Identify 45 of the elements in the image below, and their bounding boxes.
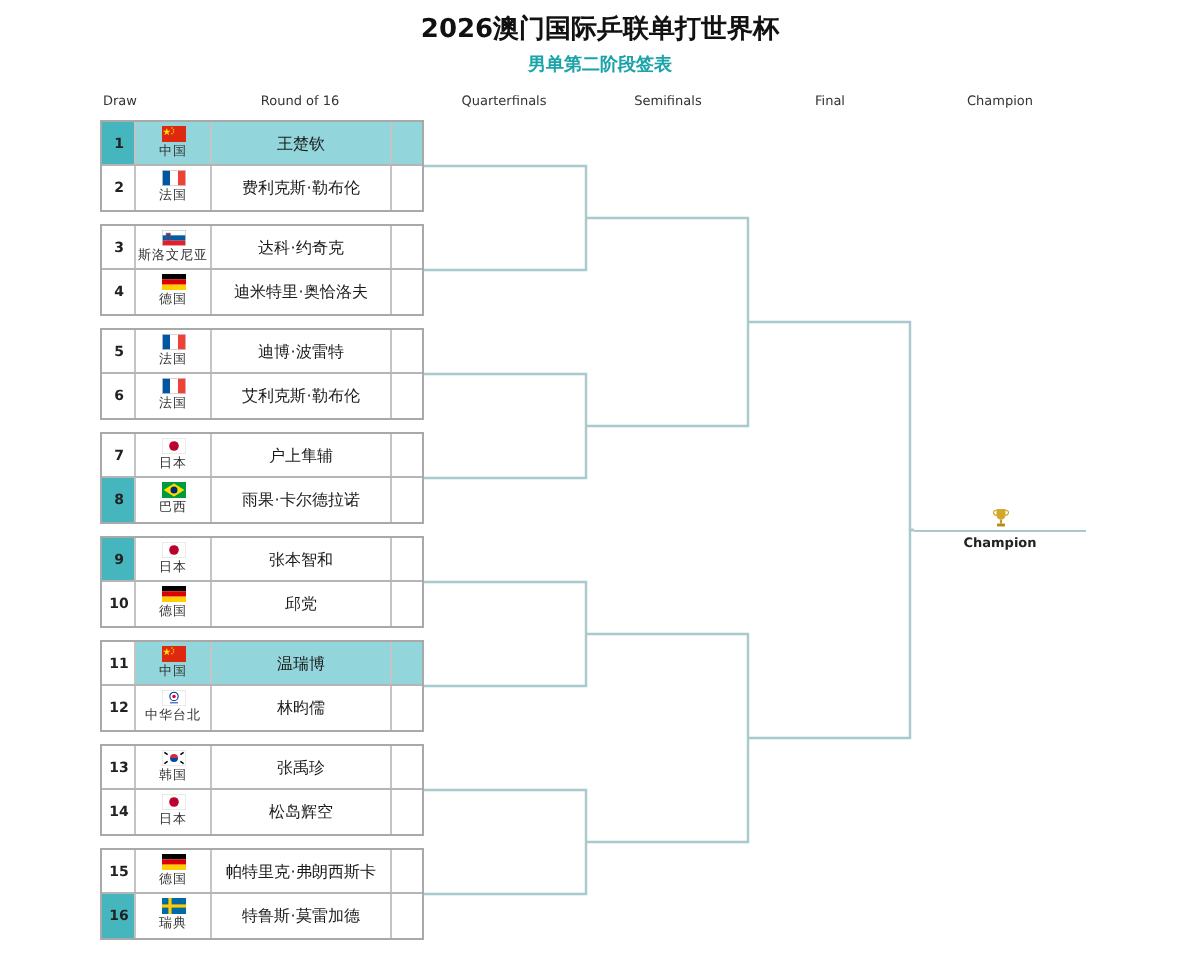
title: 2026澳门国际乒联单打世界杯 <box>420 17 780 47</box>
match-box <box>100 328 424 420</box>
player-name: 温瑞博 <box>277 653 325 673</box>
match-box <box>100 744 424 836</box>
player-name: 迪博·波雷特 <box>258 341 344 361</box>
player-name: 雨果·卡尔德拉诺 <box>242 490 360 510</box>
player-name: 户上隼辅 <box>269 445 333 465</box>
player-name: 王楚钦 <box>277 133 325 153</box>
player-row <box>102 850 422 894</box>
player-row <box>102 330 422 374</box>
player-row <box>102 226 422 270</box>
bracket-line <box>586 632 750 738</box>
player-name: 松岛辉空 <box>269 802 333 822</box>
player-name: 费利克斯·勒布伦 <box>242 178 360 198</box>
match-box <box>100 640 424 732</box>
player-name: 帕特里克·弗朗西斯卡 <box>226 861 376 881</box>
player-name: 张禹珍 <box>277 757 325 777</box>
bracket-line <box>424 842 588 896</box>
player-name: 艾利克斯·勒布伦 <box>242 386 360 406</box>
player-name: 达科·约奇克 <box>258 237 344 257</box>
player-row <box>102 122 422 166</box>
player-row <box>102 642 422 686</box>
match-box <box>100 224 424 316</box>
bracket-line <box>424 634 588 688</box>
match-box <box>100 848 424 940</box>
bracket-line <box>424 580 588 634</box>
match-box <box>100 432 424 524</box>
player-name: 特鲁斯·莫雷加德 <box>242 906 360 926</box>
player-row <box>102 434 422 478</box>
player-name: 张本智和 <box>269 549 333 569</box>
bracket-line <box>586 738 750 844</box>
bracket-line <box>424 426 588 480</box>
player-name: 林昀儒 <box>277 698 325 718</box>
player-name: 迪米特里·奥恰洛夫 <box>234 282 368 302</box>
player-name: 邱党 <box>285 594 317 614</box>
player-row <box>102 746 422 790</box>
player-row <box>102 538 422 582</box>
bracket-line <box>424 372 588 426</box>
bracket-line <box>424 788 588 842</box>
match-box <box>100 536 424 628</box>
bracket-line <box>748 528 914 740</box>
subtitle: 男单第二阶段签表 <box>528 55 672 77</box>
bracket-line <box>424 218 588 272</box>
bracket-line <box>586 322 750 428</box>
match-box <box>100 120 424 212</box>
